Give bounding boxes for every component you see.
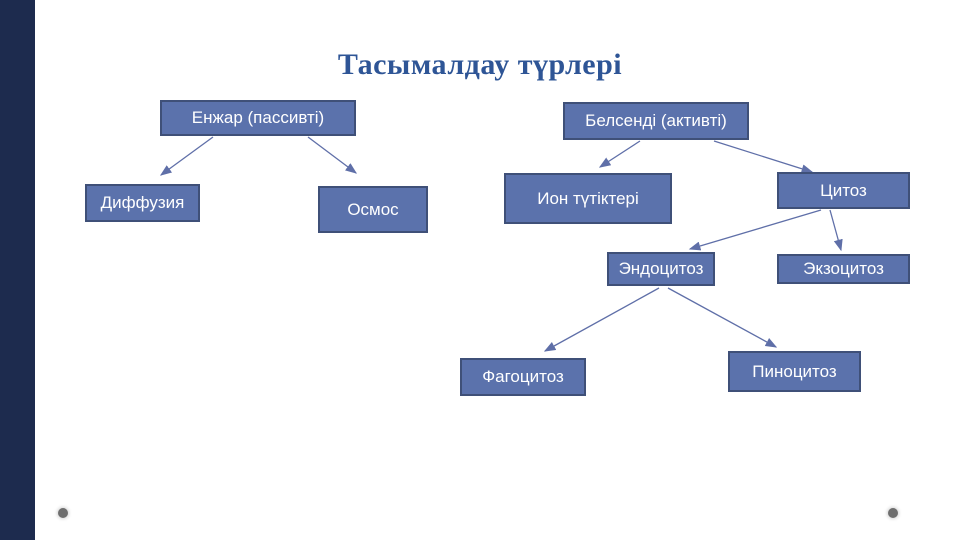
footer-dot-right	[888, 508, 898, 518]
arrow-passive-to-diffusion	[159, 136, 214, 176]
arrow-cytosis-to-exocytosis	[829, 209, 843, 252]
node-ion-channels: Ион түтіктері	[504, 173, 672, 224]
node-active: Белсенді (активті)	[563, 102, 749, 140]
node-diffusion: Диффузия	[85, 184, 200, 222]
arrow-passive-to-osmosis	[307, 136, 358, 174]
node-endocytosis: Эндоцитоз	[607, 252, 715, 286]
left-accent-bar	[0, 0, 35, 540]
arrow-cytosis-to-endocytosis	[688, 209, 822, 251]
node-exocytosis: Экзоцитоз	[777, 254, 910, 284]
arrow-endocytosis-to-pinocytosis	[667, 287, 778, 348]
arrow-endocytosis-to-phagocytosis	[543, 287, 660, 352]
node-passive: Енжар (пассивті)	[160, 100, 356, 136]
slide-title: Тасымалдау түрлері	[337, 48, 623, 81]
node-osmosis: Осмос	[318, 186, 428, 233]
footer-dot-left	[58, 508, 68, 518]
arrow-active-to-ion-channels	[598, 140, 641, 168]
node-phagocytosis: Фагоцитоз	[460, 358, 586, 396]
node-pinocytosis: Пиноцитоз	[728, 351, 861, 392]
node-cytosis: Цитоз	[777, 172, 910, 209]
arrow-active-to-cytosis	[713, 140, 814, 174]
